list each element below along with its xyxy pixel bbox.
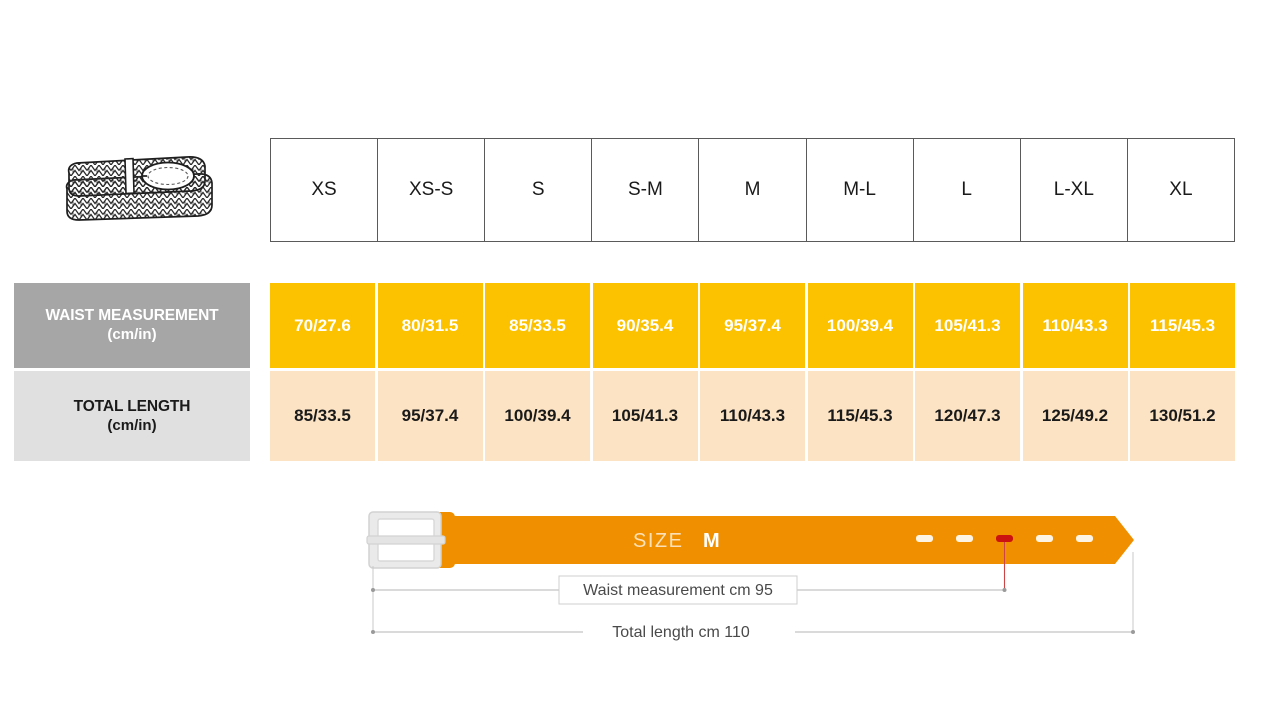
belt-hole-active xyxy=(996,535,1013,542)
size-header-cell: M xyxy=(699,139,807,241)
belt-size-value: M xyxy=(703,530,720,552)
row-spacer xyxy=(250,283,270,368)
waist-value-cell: 85/33.5 xyxy=(485,283,590,368)
size-header-cell: S xyxy=(485,139,593,241)
belt-hole xyxy=(916,535,933,542)
total-length-value-cell: 120/47.3 xyxy=(915,371,1020,461)
size-header-row: XS XS-S S S-M M M-L L L-XL XL xyxy=(270,138,1235,242)
total-length-value-cell: 100/39.4 xyxy=(485,371,590,461)
belt-measurement-diagram: SIZE M Waist measurement cm 95 Total len… xyxy=(355,500,1155,660)
waist-value-cell: 95/37.4 xyxy=(700,283,805,368)
braided-belt-illustration xyxy=(65,156,213,221)
waist-measurement-row: WAIST MEASUREMENT (cm/in) 70/27.6 80/31.… xyxy=(14,283,1235,368)
row-spacer xyxy=(250,371,270,461)
size-header-cell: M-L xyxy=(807,139,914,241)
waist-dim-endpoint-right xyxy=(1002,588,1007,592)
total-length-value-cell: 95/37.4 xyxy=(377,371,483,461)
length-dim-endpoint-left xyxy=(371,630,375,634)
total-length-label-backing xyxy=(583,619,795,645)
total-length-value-cell: 105/41.3 xyxy=(592,371,698,461)
total-length-row: TOTAL LENGTH (cm/in) 85/33.5 95/37.4 100… xyxy=(14,371,1235,461)
belt-strap xyxy=(443,516,1134,564)
size-header-cell: XL xyxy=(1169,179,1193,200)
size-header-cell: S-M xyxy=(592,139,700,241)
belt-hole xyxy=(1076,535,1093,542)
belt-hole xyxy=(956,535,973,542)
size-header-cell: XS-S xyxy=(378,139,486,241)
waist-value-cell: 70/27.6 xyxy=(270,283,375,368)
waist-value-cells: 70/27.6 80/31.5 85/33.5 90/35.4 95/37.4 … xyxy=(270,283,1235,368)
waist-label-unit: (cm/in) xyxy=(107,326,157,344)
belt-hole xyxy=(1036,535,1053,542)
waist-value-cell: 80/31.5 xyxy=(377,283,483,368)
total-length-value-cell: 110/43.3 xyxy=(700,371,805,461)
belt-size-prefix: SIZE xyxy=(633,530,683,552)
waist-value-cell: 110/43.3 xyxy=(1022,283,1128,368)
length-dim-endpoint-right xyxy=(1131,630,1135,634)
total-length-label: TOTAL LENGTH (cm/in) xyxy=(14,371,250,461)
total-length-value-cell: 115/45.3 xyxy=(807,371,913,461)
waist-dimension-label-box xyxy=(558,575,798,605)
waist-dim-endpoint-left xyxy=(371,588,375,592)
waist-value-cell: 105/41.3 xyxy=(915,283,1020,368)
total-length-value-cells: 85/33.5 95/37.4 100/39.4 105/41.3 110/43… xyxy=(270,371,1235,461)
total-length-label-main: TOTAL LENGTH xyxy=(73,397,191,415)
total-length-dimension-label: Total length cm 110 xyxy=(612,624,750,641)
size-header-cell: L-XL xyxy=(1021,139,1128,241)
waist-value-cell: 100/39.4 xyxy=(807,283,913,368)
waist-measurement-label: WAIST MEASUREMENT (cm/in) xyxy=(14,283,250,368)
total-length-value-cell: 125/49.2 xyxy=(1022,371,1128,461)
product-belt-icon xyxy=(55,143,220,241)
waist-value-cell: 90/35.4 xyxy=(592,283,698,368)
size-header-cell: XS xyxy=(271,139,379,241)
waist-dimension-label: Waist measurement cm 95 xyxy=(583,582,773,599)
waist-label-main: WAIST MEASUREMENT xyxy=(45,307,219,325)
total-length-value-cell: 130/51.2 xyxy=(1130,371,1235,461)
total-length-label-unit: (cm/in) xyxy=(107,416,157,434)
waist-value-cell: 115/45.3 xyxy=(1130,283,1235,368)
size-header-cell: L xyxy=(914,139,1021,241)
total-length-value-cell: 85/33.5 xyxy=(270,371,375,461)
belt-buckle-prong-bar xyxy=(366,535,446,545)
